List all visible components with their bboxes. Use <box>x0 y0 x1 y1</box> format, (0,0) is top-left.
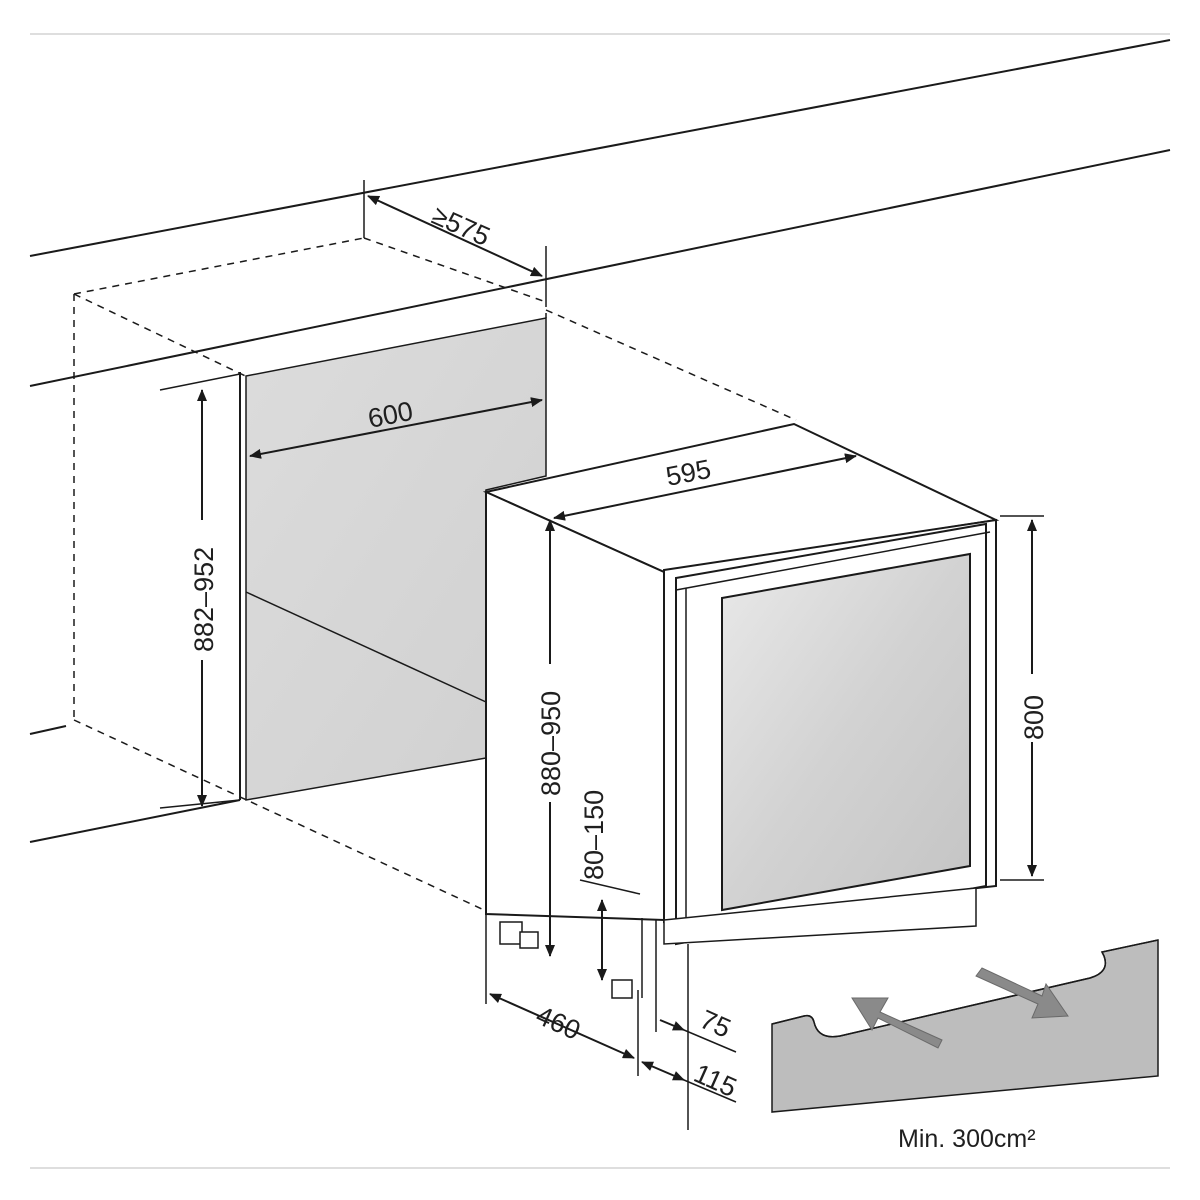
glass-window <box>721 552 971 912</box>
airflow-out-arrow <box>975 967 1069 1019</box>
door-height-label: 800 <box>1019 695 1049 740</box>
depth-label: ≥575 <box>428 200 495 252</box>
ventilation-caption: Min. 300cm² <box>898 1125 1036 1153</box>
plinth-height-label: 80–150 <box>579 790 609 880</box>
dim-depth: ≥575 <box>363 180 547 300</box>
wine-cooler-unit <box>482 422 1000 999</box>
dim-unit-height: 880–950 <box>534 519 566 957</box>
countertop-lines <box>29 39 1171 843</box>
foot-depth-label: 460 <box>532 1000 585 1046</box>
niche-height-label: 882–952 <box>189 547 219 652</box>
unit-height-label: 880–950 <box>536 691 566 796</box>
plinth-offset-label: 115 <box>690 1058 742 1103</box>
ventilation-grille <box>771 939 1159 1113</box>
dim-niche-height: 882–952 <box>159 373 241 809</box>
dim-door-offset: 75 <box>655 996 737 1053</box>
dim-plinth-height: 80–150 <box>579 790 641 981</box>
dim-door-height: 800 <box>1000 515 1049 881</box>
airflow-in-arrow <box>851 997 943 1049</box>
dim-plinth-offset: 115 <box>641 944 742 1130</box>
